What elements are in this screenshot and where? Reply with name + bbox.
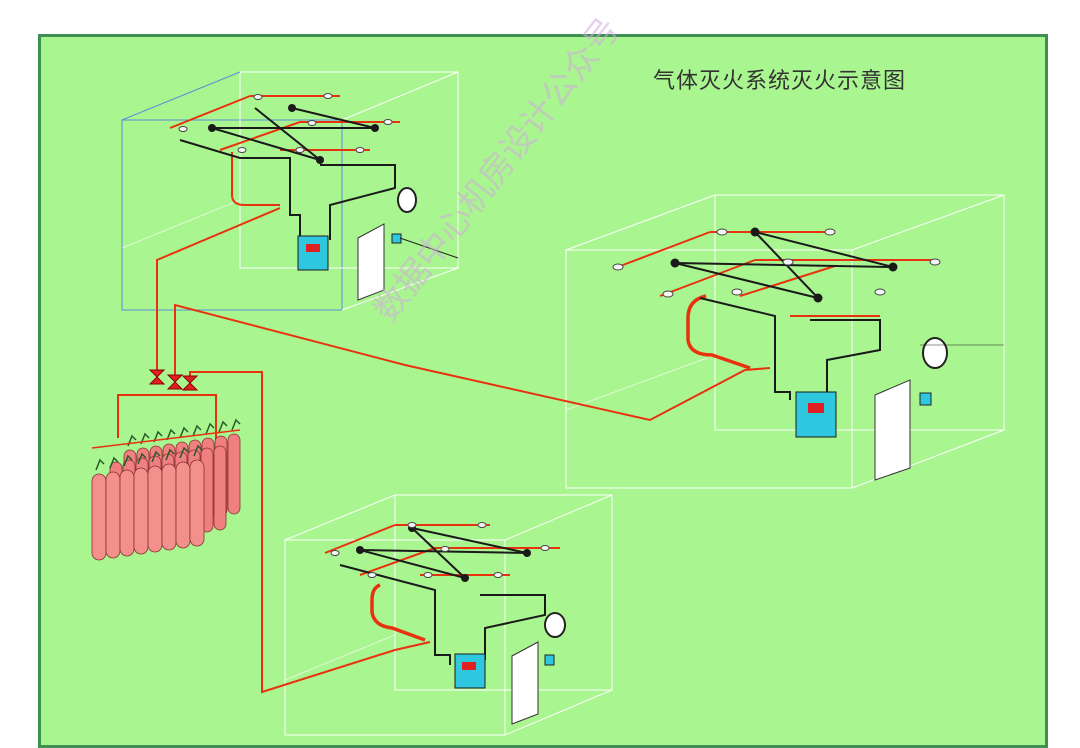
gas-cylinder-bank <box>91 418 241 561</box>
protected-room-1 <box>121 71 459 311</box>
diagram-background <box>38 34 1048 748</box>
selector-valves <box>148 369 199 391</box>
distribution-pipes <box>117 207 771 694</box>
protected-room-2 <box>565 194 1005 489</box>
protected-room-3 <box>284 494 613 736</box>
diagram-title: 气体灭火系统灭火示意图 <box>653 69 907 94</box>
